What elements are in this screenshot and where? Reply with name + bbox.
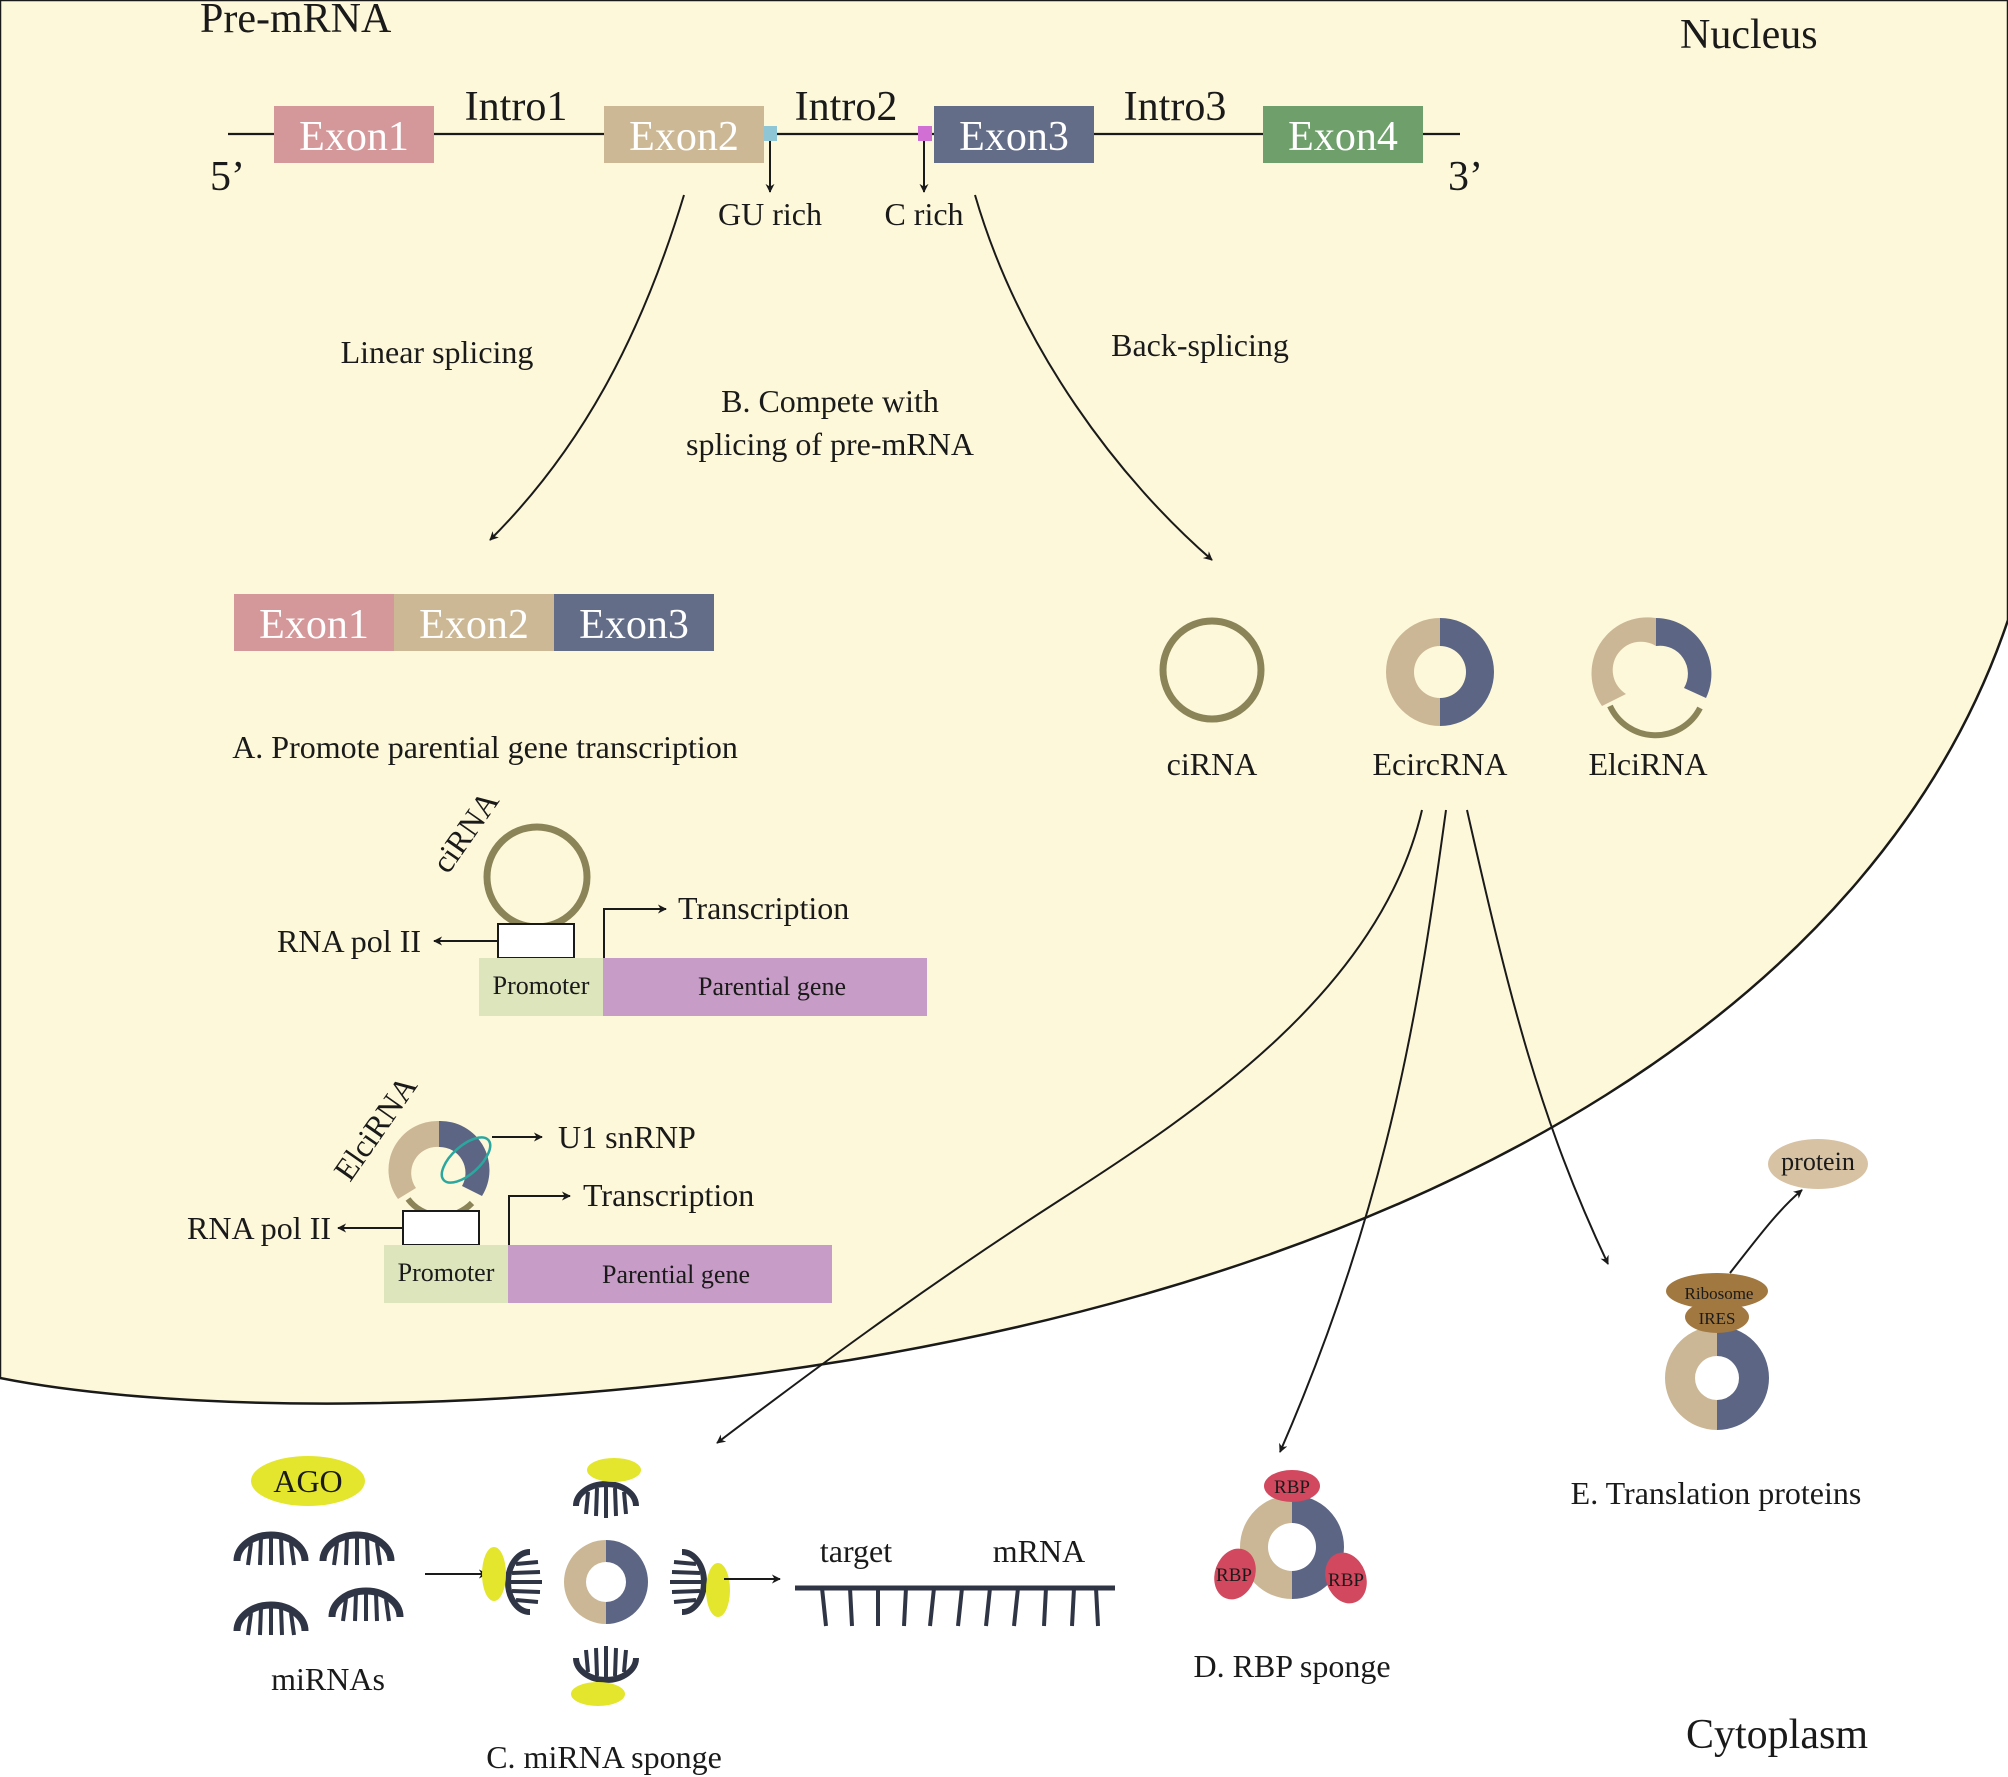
cirna-label: ciRNA	[1167, 746, 1258, 782]
rbp-left-label: RBP	[1216, 1565, 1252, 1586]
compete-label-line1: B. Compete with	[721, 383, 939, 419]
gu-rich-label: GU rich	[718, 196, 822, 232]
intron1-label: Intro1	[465, 84, 568, 130]
promoter-box-2	[384, 1245, 508, 1303]
ribosome-label: Ribosome	[1685, 1284, 1754, 1303]
u1-snrnp-label: U1 snRNP	[558, 1119, 696, 1155]
mirnas-label: miRNAs	[271, 1661, 385, 1697]
translating-circrna	[1665, 1326, 1769, 1430]
translation-arrow	[1729, 1189, 1803, 1274]
transcription-arrow-2	[508, 1191, 571, 1245]
exon2-block: Exon2	[604, 106, 764, 163]
mirna-1	[233, 1531, 309, 1566]
ago-protein	[251, 1456, 365, 1506]
mirna-4	[328, 1587, 404, 1622]
pre-mrna-title: Pre-mRNA	[200, 0, 392, 42]
rbp-right-label: RBP	[1328, 1570, 1364, 1591]
bound-mirna-left	[482, 1547, 542, 1615]
promoter-box	[479, 958, 603, 1016]
translation-panel: IRES Ribosome protein E. Translation pro…	[1571, 1139, 1868, 1511]
target-label: target	[820, 1533, 892, 1569]
linear-splicing-arrow	[489, 194, 685, 541]
exon4-block: Exon4	[1263, 106, 1423, 163]
cytoplasm-label: Cytoplasm	[1686, 1712, 1868, 1758]
target-mrna	[795, 1585, 1115, 1627]
intron2-label: Intro2	[795, 84, 898, 130]
u1-snrnp	[440, 1136, 492, 1184]
translation-caption: E. Translation proteins	[1571, 1475, 1862, 1511]
nucleus-label: Nucleus	[1680, 12, 1818, 58]
rna-pol-ii-box	[497, 923, 575, 959]
export-arrow-mirna-sponge	[716, 809, 1423, 1444]
parental-gene-box	[603, 958, 927, 1016]
mirna-sponge-panel: AGO miRNAs	[233, 1456, 1115, 1775]
c-rich-label: C rich	[884, 196, 963, 232]
c-rich-site	[918, 126, 932, 141]
back-splicing-label: Back-splicing	[1111, 327, 1289, 363]
ecircrna-ring	[1386, 618, 1494, 726]
rna-pol-label-2: RNA pol II	[187, 1210, 331, 1246]
parental-gene-box-2	[508, 1245, 832, 1303]
rbp-left	[1214, 1548, 1256, 1600]
rbp-right	[1325, 1552, 1367, 1604]
svg-text:Exon1: Exon1	[259, 602, 369, 648]
nucleus-region	[0, 0, 2008, 1405]
rbp-sponge-caption: D. RBP sponge	[1193, 1648, 1390, 1684]
mirna-2	[319, 1531, 395, 1566]
transcription-arrow	[603, 904, 667, 958]
svg-text:Exon3: Exon3	[579, 602, 689, 648]
svg-text:Exon4: Exon4	[1288, 114, 1398, 160]
parental-gene-label-2: Parential gene	[602, 1260, 750, 1289]
rbp-top	[1264, 1470, 1320, 1502]
svg-text:Exon2: Exon2	[419, 602, 529, 648]
mirna-3	[233, 1601, 309, 1636]
promoter-label-2: Promoter	[398, 1258, 495, 1287]
ires	[1685, 1301, 1749, 1333]
protein-label: protein	[1781, 1147, 1855, 1176]
linear-splicing-label: Linear splicing	[341, 334, 534, 370]
ecircrna-label: EcircRNA	[1372, 746, 1507, 782]
mrna-label: mRNA	[993, 1533, 1085, 1569]
svg-text:Exon1: Exon1	[299, 114, 409, 160]
back-splicing-arrow	[974, 194, 1213, 561]
intron3-label: Intro3	[1124, 84, 1227, 130]
transcription-label: Transcription	[678, 890, 849, 926]
svg-text:Exon3: Exon3	[959, 114, 1069, 160]
elcirna-ring	[1591, 617, 1712, 739]
promote-transcription-title: A. Promote parential gene transcription	[232, 729, 738, 765]
three-prime-label: 3’	[1448, 154, 1483, 200]
gu-rich-site	[764, 126, 777, 141]
bound-mirna-bottom	[571, 1646, 639, 1706]
ires-label: IRES	[1699, 1309, 1736, 1328]
cirna-ring	[1159, 617, 1265, 723]
bound-mirna-right	[670, 1549, 730, 1617]
rbp-sponge-panel: RBP RBP RBP D. RBP sponge	[1193, 1470, 1391, 1684]
transcription-label-2: Transcription	[583, 1177, 754, 1213]
ribosome	[1666, 1273, 1768, 1309]
protein	[1768, 1139, 1868, 1189]
compete-label-line2: splicing of pre-mRNA	[686, 426, 974, 462]
bound-mirna-top	[573, 1458, 641, 1518]
export-arrow-translation	[1466, 809, 1609, 1265]
promoter-label: Promoter	[493, 971, 590, 1000]
spliced-mrna: Exon1 Exon2 Exon3	[234, 594, 714, 651]
exon3-block: Exon3	[934, 106, 1094, 163]
sponge-circrna	[482, 1458, 730, 1706]
rna-pol-ii-box-2	[402, 1210, 480, 1246]
svg-text:Exon2: Exon2	[629, 114, 739, 160]
mirna-sponge-caption: C. miRNA sponge	[486, 1739, 722, 1775]
export-arrow-rbp-sponge	[1279, 809, 1447, 1453]
five-prime-label: 5’	[210, 154, 245, 200]
elcirna-label: ElciRNA	[1588, 746, 1707, 782]
parental-gene-label: Parential gene	[698, 972, 846, 1001]
rbp-top-label: RBP	[1274, 1477, 1310, 1498]
rna-pol-label: RNA pol II	[277, 923, 421, 959]
ago-label: AGO	[273, 1463, 342, 1499]
exon1-block: Exon1	[274, 106, 434, 163]
